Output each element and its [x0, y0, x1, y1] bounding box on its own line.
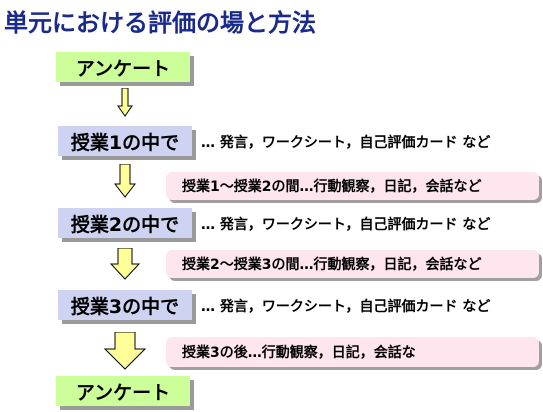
lesson1-methods: … 発言，ワークシート，自己評価カード など — [201, 135, 491, 151]
down-arrow-2 — [114, 164, 136, 198]
page-title: 単元における評価の場と方法 — [4, 9, 316, 37]
lesson3-methods: … 発言，ワークシート，自己評価カード など — [201, 299, 491, 315]
survey-end-box: アンケート — [56, 376, 190, 406]
between-lesson1-2: 授業1～授業2の間…行動観察，日記，会話など — [166, 172, 539, 200]
between-lesson2-3: 授業2～授業3の間…行動観察，日記，会話など — [166, 250, 539, 278]
down-arrow-1 — [117, 88, 133, 117]
lesson2-box: 授業2の中で — [58, 208, 192, 238]
survey-start-box: アンケート — [56, 52, 190, 82]
down-arrow-3 — [110, 248, 140, 280]
down-arrow-4 — [104, 332, 146, 370]
lesson2-methods: … 発言，ワークシート，自己評価カード など — [201, 217, 491, 233]
lesson1-box: 授業1の中で — [58, 126, 192, 156]
after-lesson3: 授業3の後…行動観察，日記，会話な — [166, 337, 539, 367]
lesson3-box: 授業3の中で — [58, 290, 192, 320]
